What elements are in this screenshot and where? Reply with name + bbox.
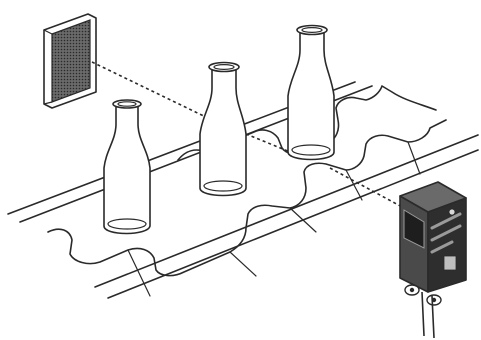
conveyor-slat-2 [230,252,256,276]
bottle-middle [200,63,246,196]
beam-lower [330,168,404,208]
photoelectric-sensor [400,182,466,338]
reflector-face [52,20,90,102]
sensor-label-plate [444,256,456,270]
bottle-middle-body [200,70,246,196]
sensor-indicator-led [449,209,455,215]
sensor-connector-left-pin [410,288,414,292]
bottle-front-mouth [113,100,141,108]
beam-upper [92,62,212,120]
conveyor-slat-3 [290,208,316,232]
bottle-front [104,100,150,234]
conveyor-slat-4 [346,170,362,200]
bottle-back-body [288,32,334,160]
reflector-panel [44,14,96,108]
bottle-front-body [104,106,150,234]
bottle-back [288,26,334,160]
